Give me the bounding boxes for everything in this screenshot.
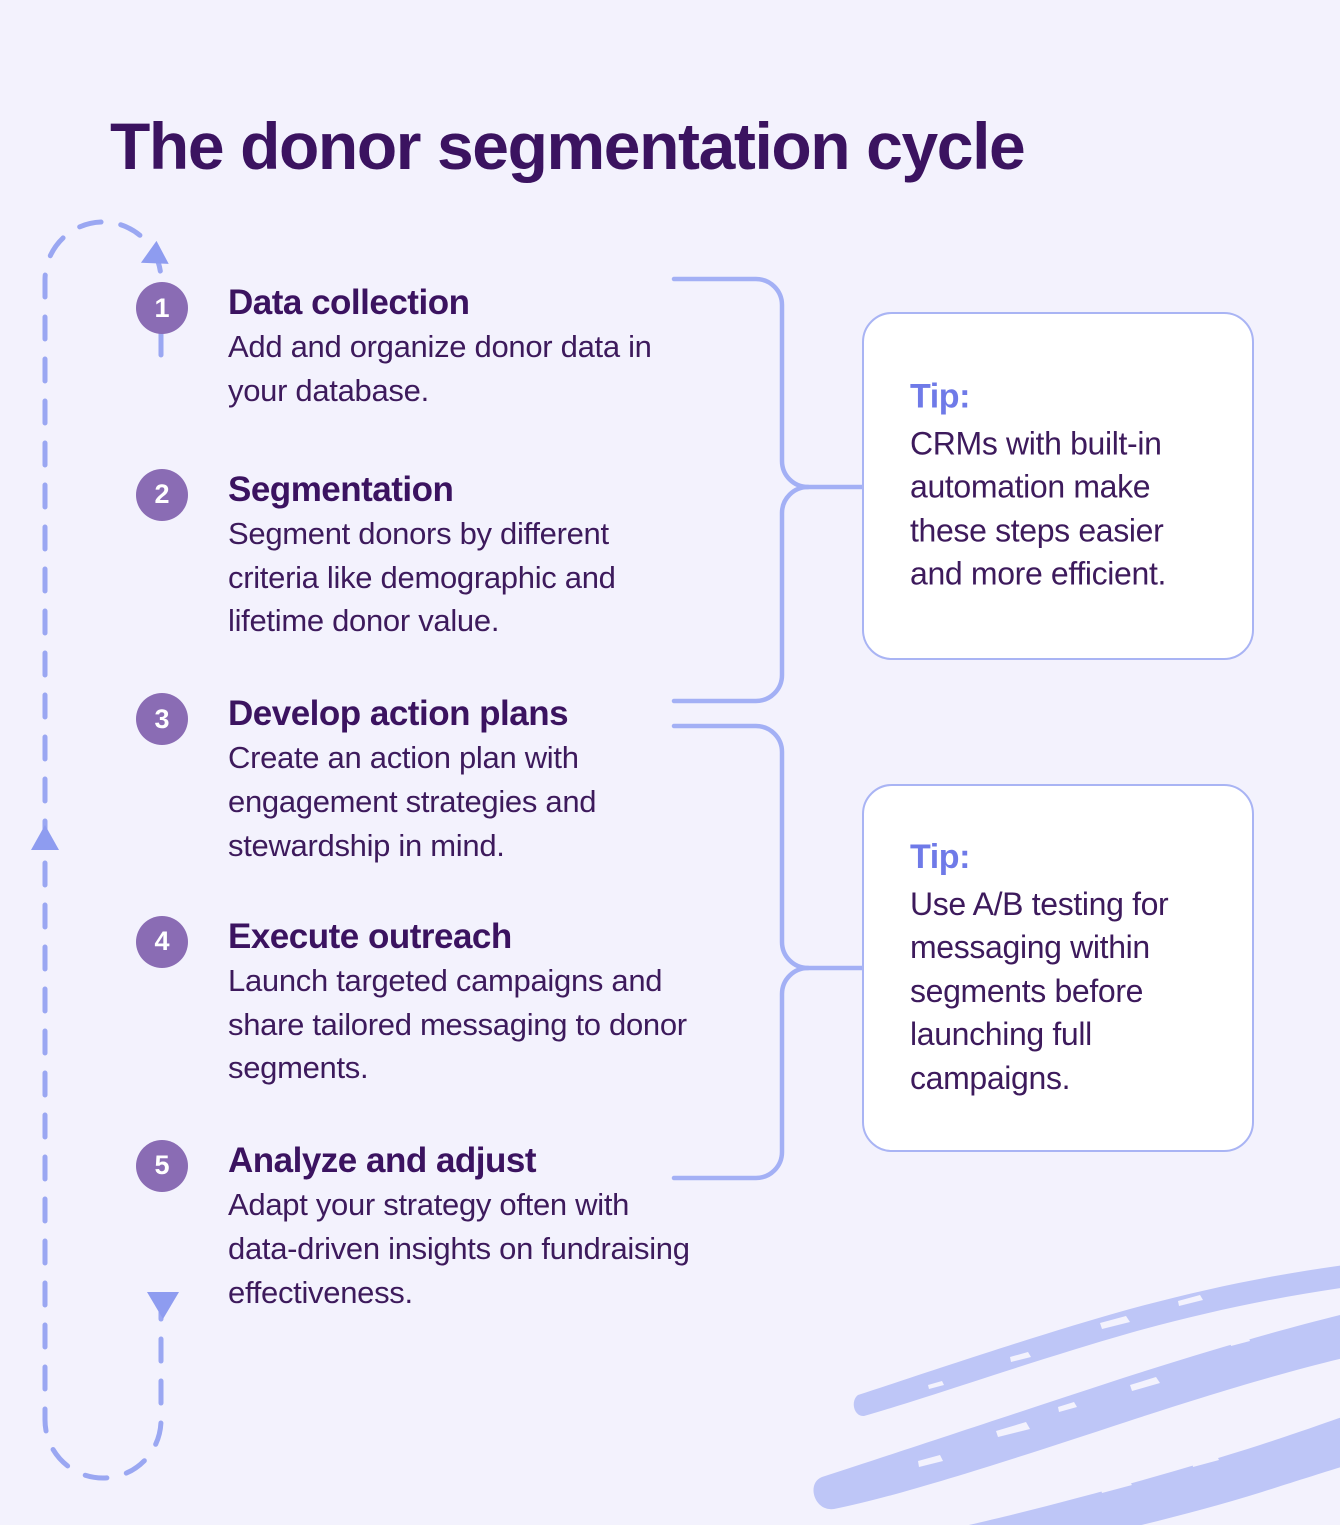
step-body-3: Develop action plans Create an action pl…: [228, 693, 696, 867]
step-body-4: Execute outreach Launch targeted campaig…: [228, 916, 696, 1090]
step-title-4: Execute outreach: [228, 916, 512, 956]
step-description-3: Create an action plan with engagement st…: [228, 740, 597, 863]
step-title-3: Develop action plans: [228, 694, 569, 734]
arrow-down-triangle: [147, 1292, 179, 1319]
step-number-badge-3: 3: [136, 693, 188, 746]
step-body-2: Segmentation Segment donors by different…: [228, 469, 696, 643]
tip-text-2: Use A/B testing for messaging within seg…: [910, 885, 1169, 1096]
step-description-4: Launch targeted campaigns and share tail…: [228, 962, 687, 1086]
step-item-1: 1 Data collection Add and organize donor…: [136, 282, 696, 413]
step-title-2: Segmentation: [228, 469, 454, 509]
step-description-1: Add and organize donor data in your data…: [228, 329, 652, 408]
tip-card-2: Tip: Use A/B testing for messaging withi…: [862, 784, 1254, 1152]
step-number-badge-5: 5: [136, 1139, 188, 1192]
page-title: The donor segmentation cycle: [110, 109, 1026, 184]
step-description-2: Segment donors by different criteria lik…: [228, 516, 616, 639]
step-item-4: 4 Execute outreach Launch targeted campa…: [136, 915, 696, 1090]
step-body-5: Analyze and adjust Adapt your strategy o…: [228, 1140, 696, 1314]
step-body-1: Data collection Add and organize donor d…: [228, 282, 696, 413]
step-title-1: Data collection: [228, 283, 470, 322]
tip-label-2: Tip:: [910, 837, 971, 876]
step-title-5: Analyze and adjust: [228, 1140, 537, 1180]
tip-card-1-content: Tip: CRMs with built-in automation make …: [864, 376, 1252, 597]
step-number-badge-4: 4: [136, 915, 188, 968]
tip-text-1: CRMs with built-in automation make these…: [910, 425, 1167, 592]
step-item-2: 2 Segmentation Segment donors by differe…: [136, 468, 696, 643]
step-number-badge-1: 1: [136, 282, 188, 334]
arrow-left-triangle: [140, 240, 169, 264]
tip-card-2-content: Tip: Use A/B testing for messaging withi…: [864, 836, 1252, 1100]
step-number-badge-2: 2: [136, 468, 188, 521]
tip-label-1: Tip:: [910, 377, 971, 416]
steps-list: 1 Data collection Add and organize donor…: [136, 282, 696, 1314]
tip-card-1: Tip: CRMs with built-in automation make …: [862, 312, 1254, 660]
arrow-up-triangle: [31, 825, 59, 850]
step-description-5: Adapt your strategy often with data-driv…: [228, 1187, 690, 1310]
diagonal-brush-strokes: [813, 1265, 1340, 1525]
step-item-5: 5 Analyze and adjust Adapt your strategy…: [136, 1139, 696, 1314]
step-item-3: 3 Develop action plans Create an action …: [136, 693, 696, 867]
